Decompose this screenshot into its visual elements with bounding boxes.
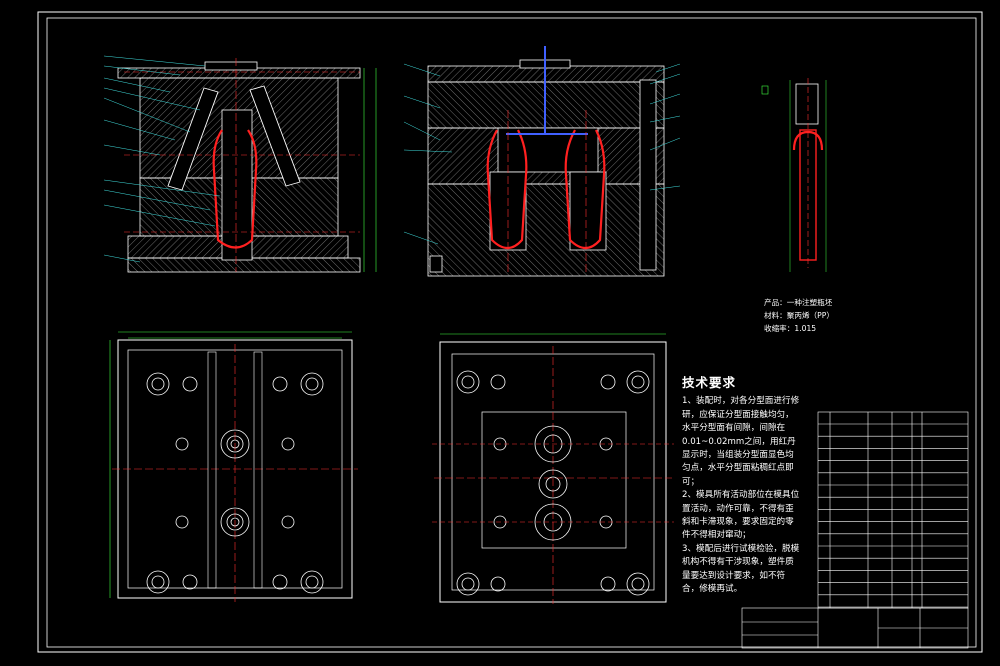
preform-part-left <box>212 129 258 249</box>
tech-requirements-title: 技术要求 <box>682 375 737 390</box>
section-view-middle <box>403 46 681 277</box>
plan-view-fixed-half <box>432 333 674 604</box>
product-info: 产品：一种注塑瓶坯 材料：聚丙烯（PP） 收缩率：1.015 <box>764 296 834 335</box>
bill-of-materials <box>817 411 969 609</box>
outer-frame <box>37 11 983 653</box>
product-material: 材料：聚丙烯（PP） <box>764 311 834 320</box>
title-block <box>741 607 969 649</box>
tech-requirement-1: 1、装配时，对各分型面进行修研，应保证分型面接触均匀，水平分型面有间隙，间隙在0… <box>682 396 800 487</box>
part-detail-view <box>761 78 827 272</box>
plan-view-moving-half <box>109 331 358 602</box>
product-name: 产品：一种注塑瓶坯 <box>764 298 833 307</box>
tech-requirement-3: 3、模配后进行试模检验，脱模机构不得有干涉现象，塑件质量要达到设计要求，如不符合… <box>682 543 800 595</box>
section-view-left <box>103 55 377 273</box>
tech-requirement-2: 2、模具所有活动部位在模具位置活动，动作可靠，不得有歪斜和卡滞现象，要求固定的零… <box>682 490 800 541</box>
product-shrinkage: 收缩率：1.015 <box>764 324 817 333</box>
preform-part-middle-left <box>486 129 528 250</box>
inner-frame <box>46 17 977 648</box>
tech-requirements: 技术要求 1、装配时，对各分型面进行修研，应保证分型面接触均匀，水平分型面有间隙… <box>682 376 800 597</box>
preform-part-middle-right <box>564 129 606 250</box>
